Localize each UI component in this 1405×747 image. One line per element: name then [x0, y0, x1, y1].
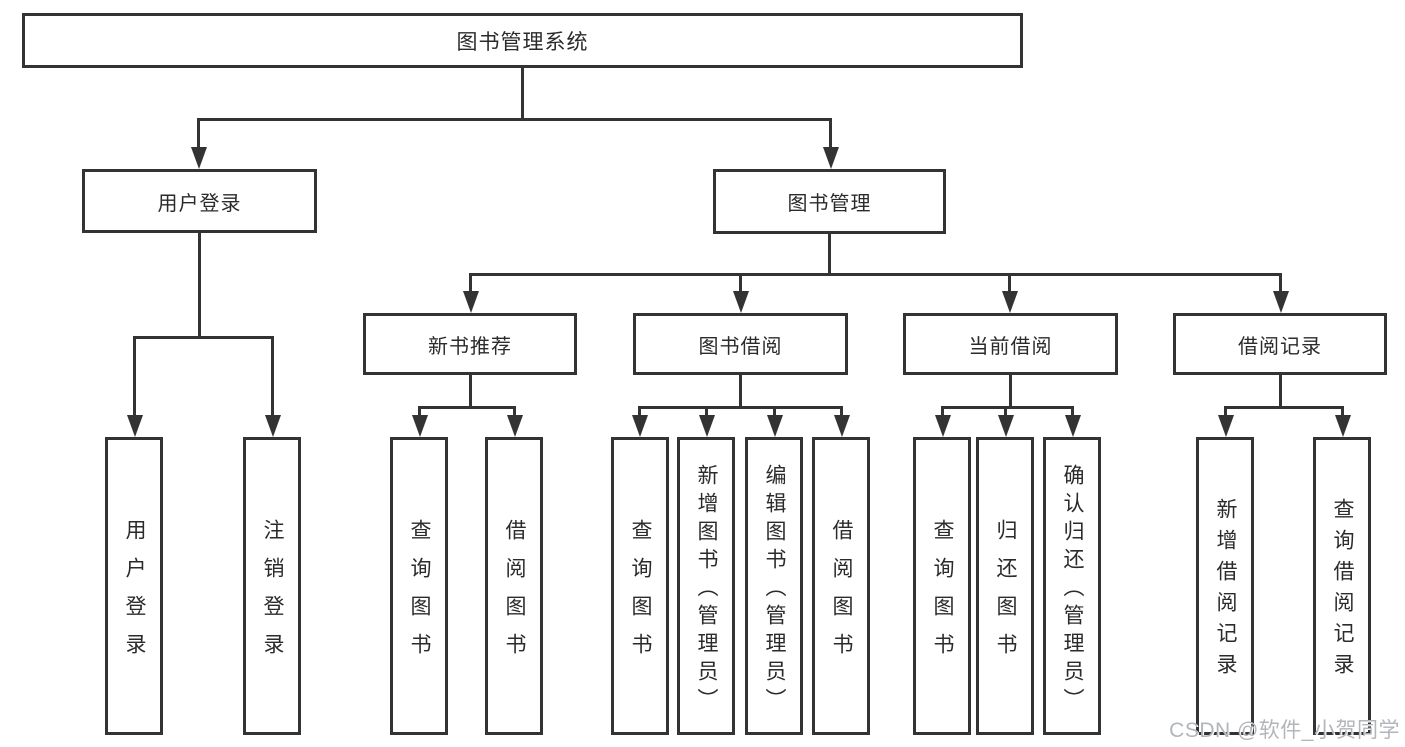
node-root-library-system: 图书管理系统 [22, 13, 1023, 68]
arrowhead-leaf-return-book-icon [998, 415, 1014, 437]
connector-to-leaf-borrow-recommend [513, 406, 516, 418]
node-book-borrow-label: 图书借阅 [698, 335, 783, 358]
leaf-borrow-book-recommend: 借阅图书 [485, 437, 543, 735]
connector-borrow-stem [739, 375, 742, 406]
leaf-query-book-borrow-label: 查询图书 [629, 518, 652, 671]
leaf-confirm-return-admin-label: 确认归还（管理员） [1061, 463, 1084, 716]
leaf-edit-book-admin-label: 编辑图书（管理员） [763, 463, 786, 716]
connector-to-new-book-recommend [469, 273, 472, 293]
connector-user-login-crossbar [133, 336, 274, 339]
node-current-borrow: 当前借阅 [903, 313, 1118, 375]
connector-to-leaf-borrow-book [840, 406, 843, 418]
connector-recommend-crossbar [418, 406, 516, 409]
arrowhead-user-login-icon [191, 147, 207, 169]
node-current-borrow-label: 当前借阅 [968, 335, 1053, 358]
connector-book-management-stem [828, 234, 831, 273]
arrowhead-borrow-records-icon [1273, 291, 1289, 313]
connector-to-leaf-query-borrow [638, 406, 641, 418]
leaf-query-book-recommend: 查询图书 [390, 437, 448, 735]
connector-to-leaf-query-record [1341, 406, 1344, 418]
connector-to-borrow-records [1279, 273, 1282, 293]
leaf-add-borrow-record-label: 新增借阅记录 [1214, 498, 1237, 684]
node-book-management: 图书管理 [713, 169, 946, 234]
leaf-add-book-admin: 新增图书（管理员） [677, 437, 735, 735]
arrowhead-book-management-icon [823, 147, 839, 169]
arrowhead-leaf-borrow-book-icon [834, 415, 850, 437]
node-borrow-records: 借阅记录 [1173, 313, 1387, 375]
node-book-borrow: 图书借阅 [633, 313, 848, 375]
node-borrow-records-label: 借阅记录 [1238, 335, 1322, 358]
leaf-confirm-return-admin: 确认归还（管理员） [1043, 437, 1101, 735]
connector-current-crossbar [941, 406, 1074, 409]
connector-to-leaf-user-login [133, 336, 136, 418]
node-new-book-recommend: 新书推荐 [363, 313, 577, 375]
arrowhead-leaf-query-recommend-icon [412, 415, 428, 437]
connector-to-leaf-query-recommend [418, 406, 421, 418]
leaf-query-book-current-label: 查询图书 [931, 518, 954, 671]
connector-to-leaf-return-book [1004, 406, 1007, 418]
connector-to-leaf-confirm-return [1071, 406, 1074, 418]
connector-recommend-stem [469, 375, 472, 406]
leaf-edit-book-admin: 编辑图书（管理员） [745, 437, 803, 735]
leaf-logout-label: 注销登录 [261, 518, 284, 671]
arrowhead-new-book-recommend-icon [463, 291, 479, 313]
node-new-book-recommend-label: 新书推荐 [428, 335, 512, 358]
csdn-watermark: CSDN @软件_小贺同学 [1169, 719, 1400, 742]
arrowhead-leaf-logout-icon [265, 415, 281, 437]
connector-borrow-crossbar [638, 406, 842, 409]
arrowhead-current-borrow-icon [1002, 291, 1018, 313]
leaf-borrow-book-label: 借阅图书 [830, 518, 853, 671]
connector-to-leaf-edit-book [773, 406, 776, 418]
leaf-query-borrow-record-label: 查询借阅记录 [1331, 498, 1354, 684]
leaf-user-login-label: 用户登录 [123, 518, 146, 671]
leaf-add-borrow-record: 新增借阅记录 [1196, 437, 1254, 735]
connector-to-book-management [829, 118, 832, 150]
connector-root-stem [521, 68, 524, 118]
leaf-return-book: 归还图书 [976, 437, 1034, 735]
leaf-add-book-admin-label: 新增图书（管理员） [695, 463, 718, 716]
connector-book-management-crossbar [469, 273, 1282, 276]
connector-to-current-borrow [1008, 273, 1011, 293]
arrowhead-leaf-add-record-icon [1218, 415, 1234, 437]
connector-to-leaf-add-record [1224, 406, 1227, 418]
connector-to-user-login [197, 118, 200, 150]
node-book-management-label: 图书管理 [787, 193, 872, 215]
arrowhead-leaf-query-record-icon [1335, 415, 1351, 437]
connector-to-leaf-logout [271, 336, 274, 418]
connector-to-leaf-query-current [941, 406, 944, 418]
leaf-logout: 注销登录 [243, 437, 301, 735]
leaf-return-book-label: 归还图书 [994, 518, 1017, 671]
node-root-label: 图书管理系统 [456, 30, 589, 54]
arrowhead-leaf-confirm-return-icon [1065, 415, 1081, 437]
connector-records-crossbar [1224, 406, 1344, 409]
leaf-borrow-book-recommend-label: 借阅图书 [503, 518, 526, 671]
arrowhead-leaf-user-login-icon [127, 415, 143, 437]
arrowhead-leaf-add-book-icon [699, 415, 715, 437]
leaf-user-login: 用户登录 [105, 437, 163, 735]
leaf-query-borrow-record: 查询借阅记录 [1313, 437, 1371, 735]
connector-current-stem [1009, 375, 1012, 406]
arrowhead-leaf-query-borrow-icon [632, 415, 648, 437]
arrowhead-leaf-borrow-recommend-icon [507, 415, 523, 437]
connector-to-leaf-add-book [705, 406, 708, 418]
leaf-query-book-recommend-label: 查询图书 [408, 518, 431, 671]
leaf-query-book-borrow: 查询图书 [611, 437, 669, 735]
connector-root-crossbar [197, 118, 832, 121]
arrowhead-book-borrow-icon [733, 291, 749, 313]
connector-user-login-stem [198, 233, 201, 336]
connector-to-book-borrow [739, 273, 742, 293]
arrowhead-leaf-query-current-icon [935, 415, 951, 437]
node-user-login-label: 用户登录 [157, 192, 242, 215]
arrowhead-leaf-edit-book-icon [767, 415, 783, 437]
node-user-login: 用户登录 [82, 169, 317, 233]
leaf-borrow-book: 借阅图书 [812, 437, 870, 735]
leaf-query-book-current: 查询图书 [913, 437, 971, 735]
connector-records-stem [1279, 375, 1282, 406]
